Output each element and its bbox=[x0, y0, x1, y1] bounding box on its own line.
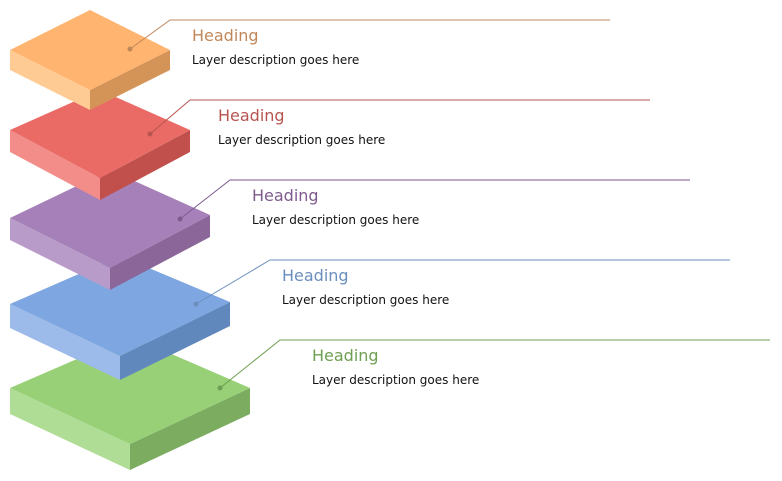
layer-3-top-face bbox=[10, 170, 210, 268]
layer-3-right-face bbox=[110, 215, 210, 290]
layer-1-description: Layer description goes here bbox=[192, 53, 360, 67]
layer-3-text: Heading Layer description goes here bbox=[252, 186, 419, 228]
layer-1-right-face bbox=[90, 50, 170, 110]
layer-2-text: Heading Layer description goes here bbox=[218, 106, 385, 148]
layer-3-leader-line bbox=[179, 179, 690, 220]
layer-4-top-face bbox=[10, 256, 230, 356]
layer-3-left-face bbox=[10, 218, 110, 290]
layer-2-slab bbox=[10, 90, 190, 200]
layer-1-leader-dot bbox=[127, 46, 133, 52]
layer-5-top-face bbox=[10, 336, 250, 444]
layer-5-heading: Heading bbox=[312, 346, 379, 365]
layer-1-heading: Heading bbox=[192, 26, 259, 45]
layer-2-description: Layer description goes here bbox=[218, 133, 386, 147]
layer-1-slab bbox=[10, 10, 170, 110]
layer-4-slab bbox=[10, 256, 230, 380]
layer-2-top-face bbox=[10, 90, 190, 178]
layer-5-leader-dot bbox=[217, 385, 223, 391]
layer-2-leader-line bbox=[149, 99, 650, 135]
layer-4-description: Layer description goes here bbox=[282, 293, 450, 307]
layer-1-top-face bbox=[10, 10, 170, 90]
layer-5-left-face bbox=[10, 388, 130, 470]
layer-1-text: Heading Layer description goes here bbox=[192, 26, 359, 68]
layer-2-left-face bbox=[10, 130, 100, 200]
layer-3-slab bbox=[10, 170, 210, 290]
layer-4-leader-dot bbox=[193, 301, 199, 307]
layer-4-right-face bbox=[120, 302, 230, 380]
layer-5-description: Layer description goes here bbox=[312, 373, 480, 387]
layer-1-left-face bbox=[10, 50, 90, 110]
layer-4-heading: Heading bbox=[282, 266, 349, 285]
layer-2-right-face bbox=[100, 130, 190, 200]
layer-5-leader-line bbox=[219, 339, 770, 389]
layer-5-slab bbox=[10, 336, 250, 470]
layer-3-leader-dot bbox=[177, 216, 183, 222]
layer-5-right-face bbox=[130, 388, 250, 470]
layer-2-leader-dot bbox=[147, 131, 153, 137]
layer-4-text: Heading Layer description goes here bbox=[282, 266, 449, 308]
layer-4-leader-line bbox=[195, 259, 730, 305]
layer-1-leader-line bbox=[129, 19, 610, 50]
layer-4-left-face bbox=[10, 304, 120, 380]
layer-5-text: Heading Layer description goes here bbox=[312, 346, 479, 388]
layer-3-description: Layer description goes here bbox=[252, 213, 420, 227]
layer-2-heading: Heading bbox=[218, 106, 285, 125]
layer-3-heading: Heading bbox=[252, 186, 319, 205]
